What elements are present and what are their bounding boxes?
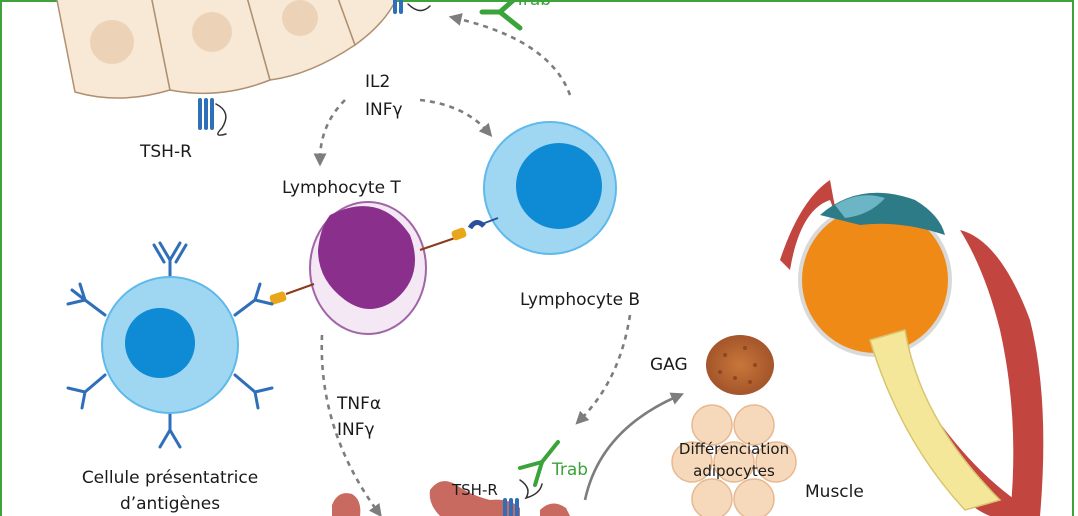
dashed-arrows (313, 13, 632, 516)
differentiation-label-line2: adipocytes (693, 462, 775, 480)
lymphocyte-t-label: Lymphocyte T (282, 178, 401, 198)
arrow-to-lymphocyte-t (313, 99, 346, 167)
trab-top-label: Trab (515, 0, 552, 10)
tsh-receptor-bottom-icon (503, 479, 543, 516)
lymphocyte-b-label: Lymphocyte B (520, 290, 641, 310)
thyroid-cells (56, 0, 397, 99)
arrow-t-to-fibroblast (320, 334, 382, 516)
antigen-presenting-cell (66, 241, 274, 449)
cytokine-tnfa-label: TNFα (337, 394, 382, 414)
arrow-b-to-fibroblast (575, 314, 632, 425)
gag-cluster (706, 335, 774, 395)
fibroblasts (332, 481, 570, 516)
eye-with-muscles (780, 180, 1044, 516)
arrow-to-lymphocyte-b (419, 98, 493, 137)
apc-label-line2: d’antigènes (119, 494, 221, 514)
arrow-to-gag (583, 392, 684, 501)
apc-t-connection (269, 283, 315, 305)
cytokine-infg-bottom-label: INFγ (337, 420, 375, 440)
tsh-r-bottom-label: TSH-R (452, 481, 498, 499)
lymphocyte-t (309, 201, 427, 335)
cytokine-il2-label: IL2 (365, 72, 391, 92)
tsh-r-top-label: TSH-R (140, 142, 192, 162)
cytokine-infg-top-label: INFγ (365, 100, 403, 120)
differentiation-label-line1: Différenciation (678, 440, 790, 458)
apc-label-line1: Cellule présentatrice (81, 468, 259, 488)
lymphocyte-b (483, 121, 617, 255)
muscle-label: Muscle (805, 482, 864, 502)
trab-antibody-icon (479, 0, 523, 31)
arrow-b-to-cells (448, 13, 572, 96)
tb-connection (419, 217, 499, 251)
trab-bottom-label: Trab (552, 460, 589, 480)
adipocytes (671, 404, 797, 516)
gag-label: GAG (650, 355, 688, 375)
tsh-receptor-icon (198, 98, 227, 136)
tsh-receptor-top-icon (393, 0, 431, 14)
trab-antibody-bottom-icon (518, 440, 560, 487)
